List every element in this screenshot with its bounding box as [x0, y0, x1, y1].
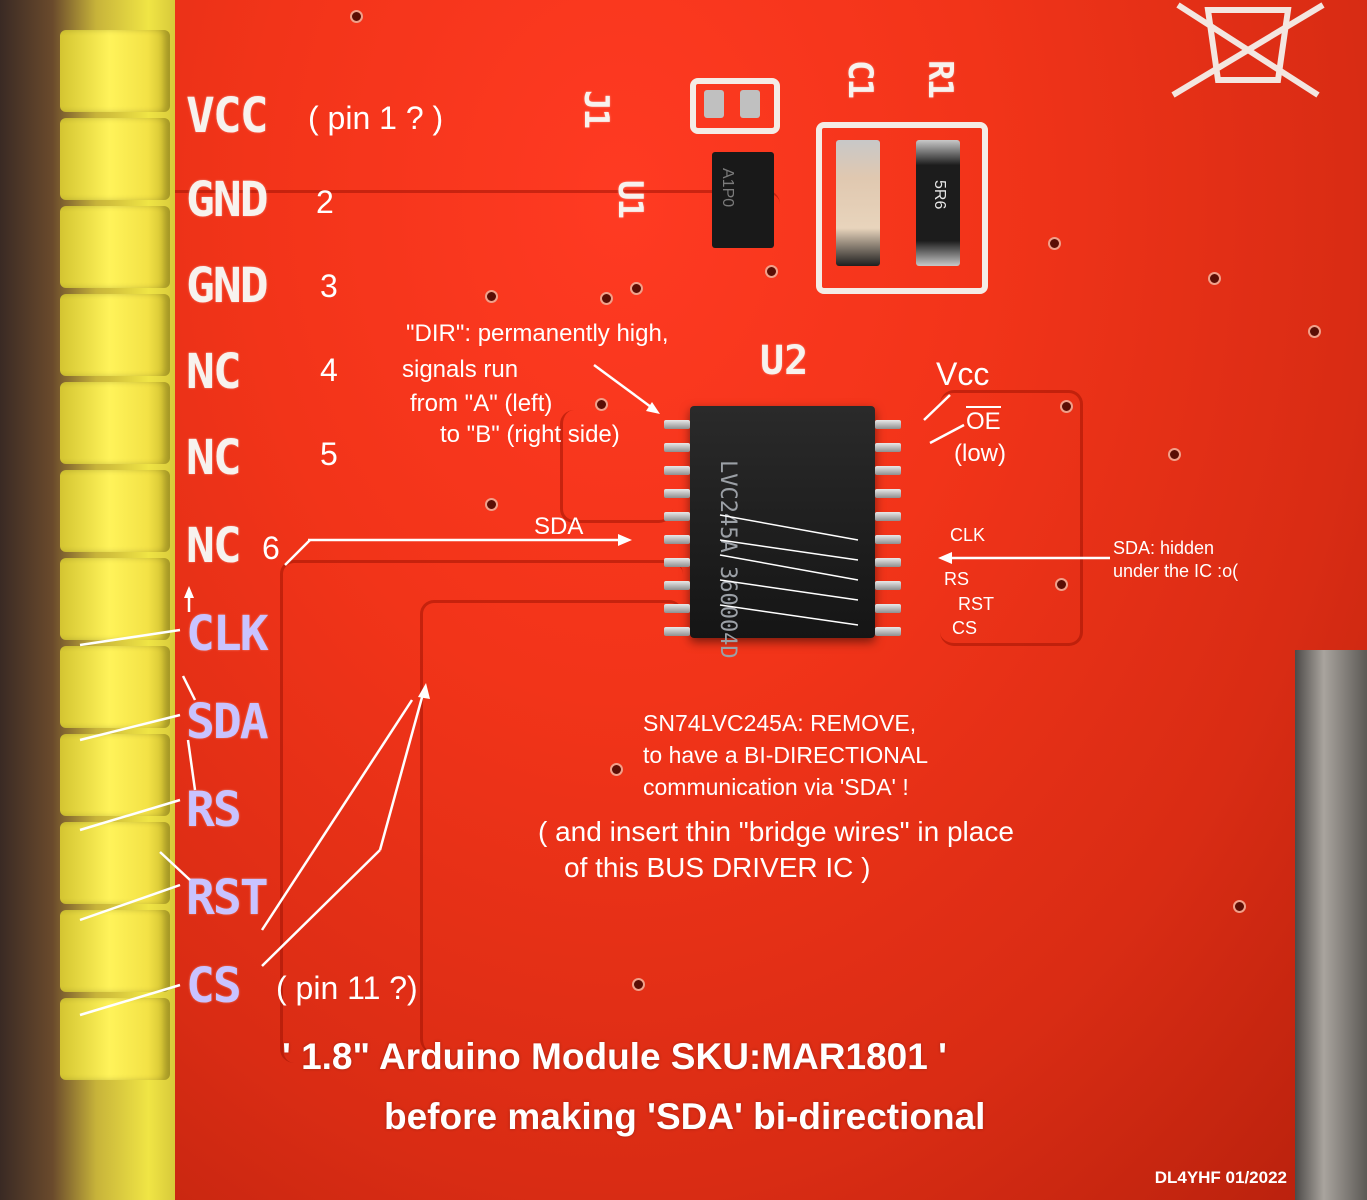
trace-line [719, 539, 859, 561]
arrow-sda-up [181, 675, 197, 701]
bus-driver-ic [690, 406, 875, 638]
note-bridge-1: ( and insert thin "bridge wires" in plac… [538, 816, 1014, 847]
note-sda-in: SDA [534, 513, 584, 540]
pin-label-nc-3: NC [186, 518, 242, 574]
pin-line [79, 713, 181, 742]
caption-line-2: before making 'SDA' bi-directional [384, 1096, 986, 1137]
arrow-cs-up-2 [378, 689, 426, 851]
pin-note-nc-2: 5 [320, 436, 338, 472]
note-dir-line4: to "B" (right side) [440, 421, 620, 448]
pin-line [79, 983, 181, 1017]
trace-line [719, 514, 859, 541]
arrow-rst-up [159, 851, 191, 881]
pin-label-gnd-1: GND [186, 172, 269, 228]
note-bridge-2: of this BUS DRIVER IC ) [564, 852, 871, 883]
pin-label-sda: SDA [186, 694, 269, 750]
arrow-clk-up-head [184, 586, 194, 598]
arrow-sda-hidden-head [938, 552, 952, 564]
jumper-pad [740, 90, 760, 118]
resistor-r1 [916, 140, 960, 266]
pin-line [79, 883, 181, 922]
arrow-oe [929, 423, 965, 445]
arrow-cs-up-head [418, 683, 430, 699]
note-cs-out: CS [952, 618, 978, 638]
pin-label-clk: CLK [186, 606, 269, 662]
arrow-vcc [923, 394, 951, 421]
regulator-u1 [712, 152, 774, 248]
arrow-dir-head [646, 402, 660, 414]
pin-label-cs: CS [186, 958, 242, 1014]
pin-label-rs: RS [186, 782, 242, 838]
trace-line [719, 579, 859, 601]
pin-note-vcc: ( pin 1 ? ) [308, 100, 444, 136]
weee-symbol-icon [1171, 2, 1325, 98]
caption-line-1: ' 1.8" Arduino Module SKU:MAR1801 ' [282, 1036, 947, 1077]
pin-label-nc-2: NC [186, 430, 242, 486]
pin-label-nc-1: NC [186, 344, 242, 400]
note-dir-line3: from "A" (left) [410, 390, 553, 417]
pcb-trace [560, 410, 673, 523]
arrow-cs-up [261, 849, 381, 967]
note-oe-low: (low) [954, 440, 1006, 467]
note-dir-line2: signals run [402, 356, 519, 383]
trace-line [719, 554, 859, 581]
note-sda-hidden-2: under the IC :o( [1113, 561, 1239, 581]
pcb-trace [940, 390, 1083, 646]
arrow-dir [593, 363, 656, 412]
arrow-sda-in-head [618, 534, 632, 546]
arrow-rs-up [186, 739, 197, 791]
note-dir-line1: "DIR": permanently high, [406, 320, 669, 347]
pin-note-gnd-1: 2 [316, 184, 334, 220]
note-vcc: Vcc [936, 356, 990, 392]
jumper-pad [704, 90, 724, 118]
pin-line [79, 798, 181, 832]
cap-resistor-frame [816, 122, 988, 294]
pcb-trace [420, 600, 683, 1053]
trace-line [719, 604, 859, 626]
capacitor-c1 [836, 140, 880, 266]
pin-label-gnd-2: GND [186, 258, 269, 314]
pin-note-nc-3: 6 [262, 530, 280, 566]
sd-card-holder [1295, 650, 1367, 1200]
pcb-trace [280, 560, 683, 1063]
note-sda-hidden-1: SDA: hidden [1113, 538, 1215, 558]
note-rs-out: RS [944, 569, 970, 589]
note-clk-out: CLK [950, 525, 986, 545]
author-credit: DL4YHF 01/2022 [1154, 1168, 1287, 1187]
pin-note-cs: ( pin 11 ?) [276, 970, 418, 1006]
note-rst-out: RST [958, 594, 994, 614]
pin-note-gnd-2: 3 [320, 268, 338, 304]
pin-label-rst: RST [186, 870, 269, 926]
pin-label-vcc: VCC [186, 88, 269, 144]
note-remove-2: to have a BI-DIRECTIONAL [643, 742, 929, 768]
note-remove-1: SN74LVC245A: REMOVE, [643, 710, 917, 736]
arrow-rst-diag [260, 699, 414, 931]
pin-note-nc-1: 4 [320, 352, 338, 388]
note-remove-3: communication via 'SDA' ! [643, 774, 909, 800]
arrow-nc-link [284, 539, 311, 566]
pcb-trace [160, 190, 780, 233]
label-u2: U2 [760, 338, 809, 384]
pin-line [79, 628, 181, 647]
note-oe: OE [966, 406, 1001, 435]
jumper-j1 [690, 78, 780, 134]
